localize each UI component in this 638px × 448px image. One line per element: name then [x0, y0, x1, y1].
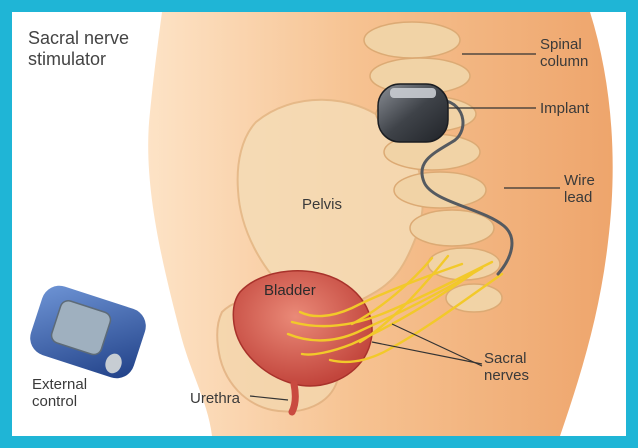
diagram-panel: Sacral nerve stimulator Spinal column Im…	[12, 12, 626, 436]
urethra	[292, 384, 295, 412]
label-urethra: Urethra	[190, 390, 240, 407]
anatomy-illustration	[12, 12, 626, 436]
label-sacral-nerves: Sacral nerves	[484, 350, 529, 384]
label-external-control: External control	[32, 376, 87, 410]
external-control-device	[26, 281, 151, 383]
label-pelvis: Pelvis	[302, 196, 342, 213]
label-spinal-column: Spinal column	[540, 36, 588, 70]
label-implant: Implant	[540, 100, 589, 117]
label-wire-lead: Wire lead	[564, 172, 595, 206]
diagram-title: Sacral nerve stimulator	[28, 28, 129, 70]
label-bladder: Bladder	[264, 282, 316, 299]
